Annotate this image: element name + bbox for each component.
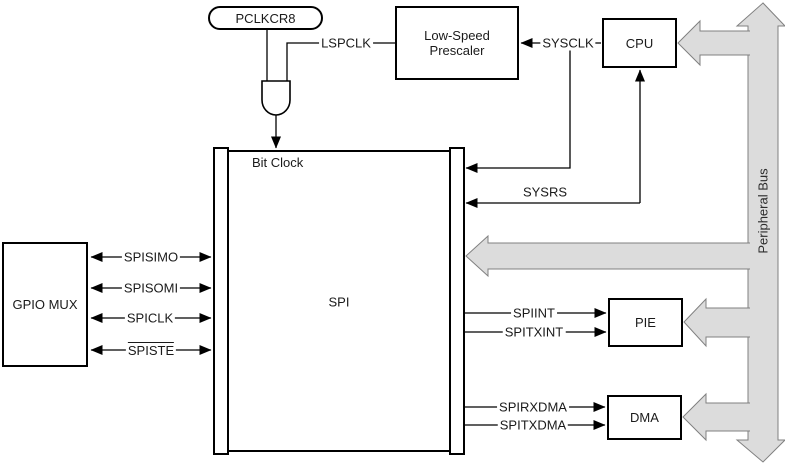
spirxdma-label: SPIRXDMA xyxy=(497,399,569,415)
spi-label: SPI xyxy=(328,294,350,310)
low-speed-prescaler-block: Low-Speed Prescaler xyxy=(395,6,519,80)
spi-left-pin-column xyxy=(213,147,229,455)
spisomi-label: SPISOMI xyxy=(121,280,181,296)
sysclk-to-spi-line xyxy=(465,43,571,173)
bus-to-dma-arrow xyxy=(682,392,750,442)
spi-block xyxy=(216,150,462,452)
pclkcr8-register-block: PCLKCR8 xyxy=(208,6,323,30)
bus-to-cpu-arrow xyxy=(677,19,750,67)
and-gate-icon xyxy=(261,80,291,116)
bus-to-spi-arrow xyxy=(465,234,750,278)
sysrs-label: SYSRS xyxy=(522,184,568,200)
spitxint-label: SPITXINT xyxy=(502,324,566,340)
spiint-label: SPIINT xyxy=(511,305,557,321)
bus-to-pie-arrow xyxy=(683,297,750,348)
spiste-label: SPISTE xyxy=(125,342,177,358)
spitxdma-label: SPITXDMA xyxy=(497,417,569,433)
sysclk-label: SYSCLK xyxy=(540,35,596,51)
bit-clock-label: Bit Clock xyxy=(252,155,304,170)
pie-block: PIE xyxy=(608,298,683,347)
spiclk-label: SPICLK xyxy=(124,310,176,326)
lspclk-label: LSPCLK xyxy=(319,35,373,51)
gpio-mux-block: GPIO MUX xyxy=(2,242,88,367)
peripheral-bus-arrow xyxy=(735,2,785,463)
dma-block: DMA xyxy=(607,395,682,440)
spi-right-pin-column xyxy=(449,147,465,455)
spisimo-label: SPISIMO xyxy=(121,249,181,265)
spiste-overline-text: SPISTE xyxy=(127,342,175,358)
peripheral-bus-label: Peripheral Bus xyxy=(755,168,771,254)
cpu-block: CPU xyxy=(602,18,677,68)
